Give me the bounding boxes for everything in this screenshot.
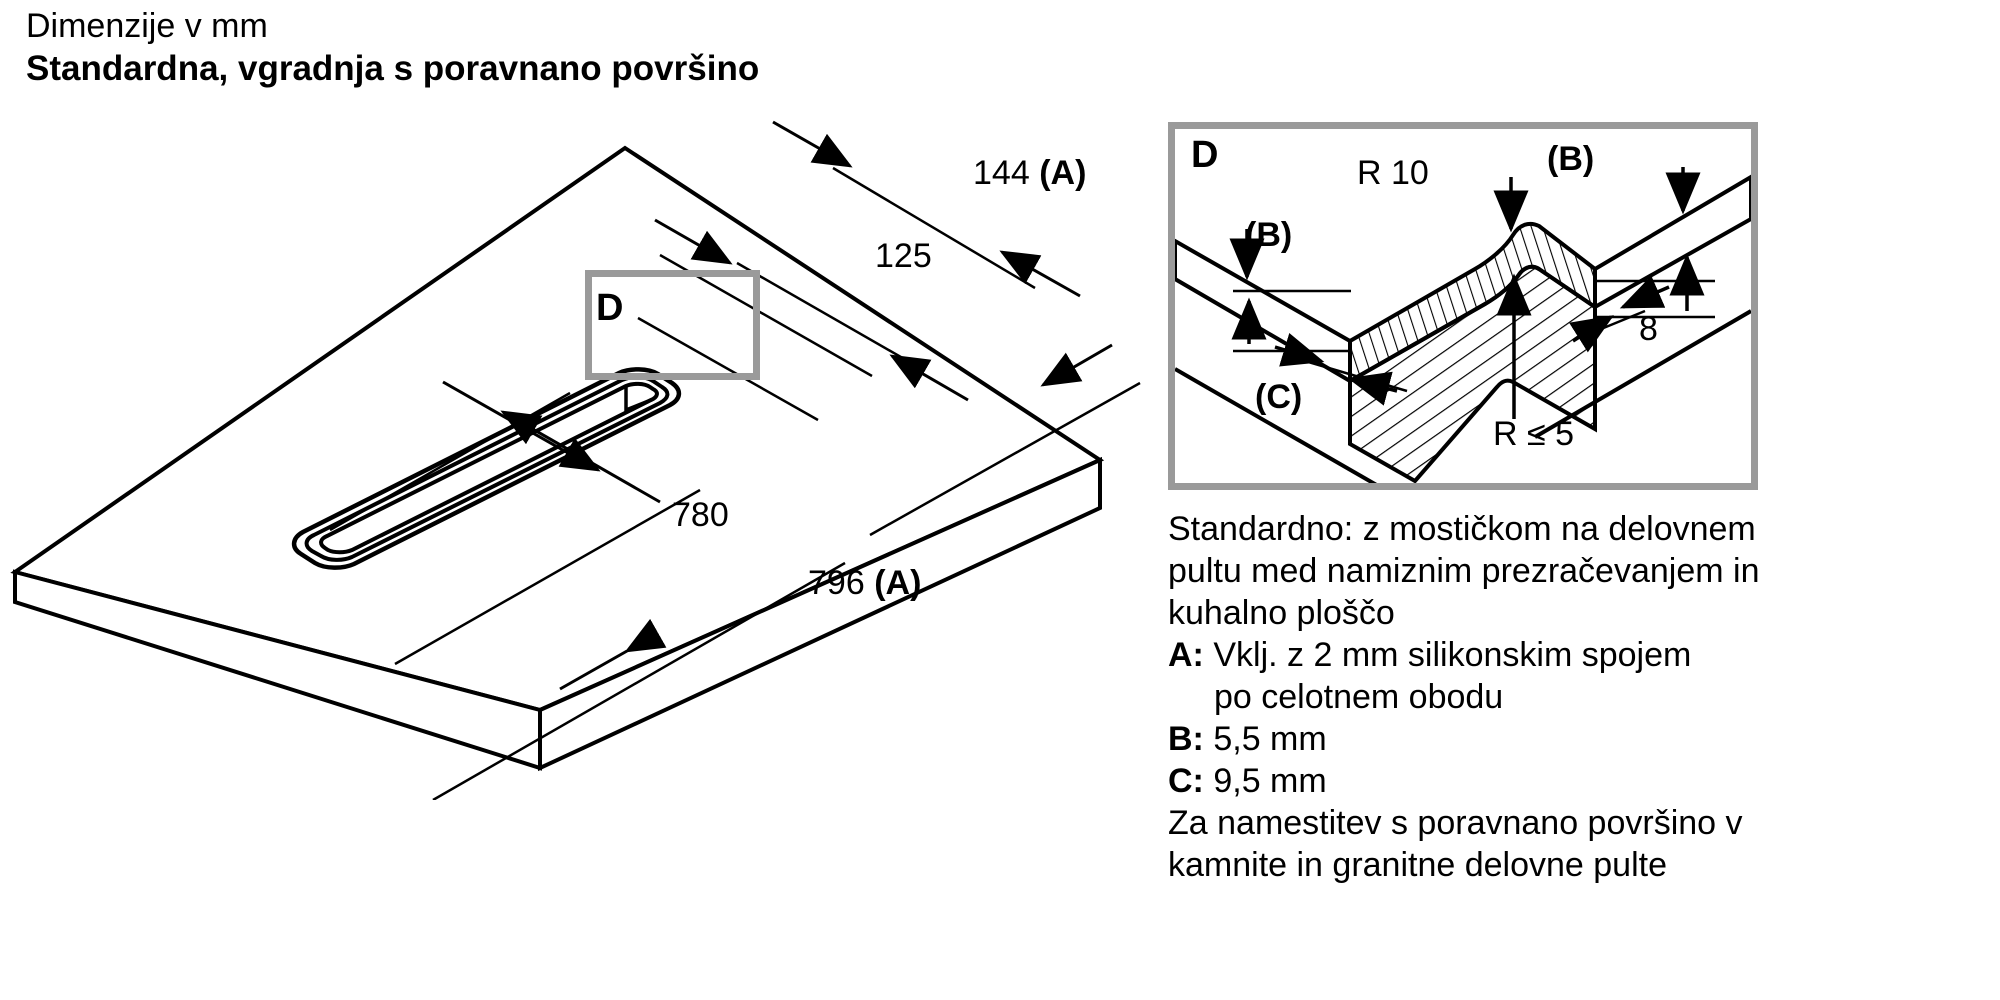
right-worktop-edge (1593, 174, 1751, 311)
description-block: Standardno: z mostičkom na delovnem pult… (1168, 508, 1998, 886)
cutout-inner-opening (319, 381, 659, 555)
page-title: Standardna, vgradnja s poravnano površin… (26, 49, 760, 88)
ext-line-c-leader (1304, 359, 1408, 393)
ext-line-125-a (637, 316, 819, 422)
detail-label-r10: R 10 (1357, 154, 1429, 192)
note-b-text: 5,5 mm (1213, 720, 1327, 758)
cutout-middle-rim (304, 375, 670, 562)
note-a: A: Vklj. z 2 mm silikonskim spojem (1168, 634, 1998, 676)
dimension-value-144: 144 (973, 154, 1040, 192)
footer-line-2: kamnite in granitne delovne pulte (1168, 846, 1667, 884)
arrow-c-right-leader (1347, 371, 1398, 406)
footer-line-1: Za namestitev s poravnano površino v (1168, 804, 1743, 842)
dim-arrow-125-left (654, 218, 733, 265)
description-line-3: kuhalno ploščo (1168, 594, 1395, 632)
dimension-label-780: 780 (672, 496, 729, 534)
detail-panel-drawing (1175, 167, 1751, 483)
left-worktop-front-edge (1175, 367, 1378, 483)
detail-label-8: 8 (1639, 310, 1658, 348)
note-b: B: 5,5 mm (1168, 718, 1998, 760)
dim-arrow-125-right (889, 354, 969, 402)
note-a-tag: A: (1168, 636, 1204, 674)
note-c-text: 9,5 mm (1213, 762, 1327, 800)
dim-arrow-796-top (1040, 343, 1113, 387)
page-subtitle-units: Dimenzije v mm (26, 7, 268, 45)
note-a-continuation: po celotnem obodu (1214, 678, 1504, 716)
detail-label-c-left: (C) (1255, 378, 1303, 416)
detail-label-b-left: (B) (1245, 216, 1293, 254)
detail-callout-label-d: D (596, 287, 624, 329)
dimension-label-796: 796 (A) (808, 565, 921, 601)
worktop-right-face (538, 456, 1102, 772)
detail-callout-frame-d (585, 270, 760, 380)
ext-line-8-leader (1600, 309, 1646, 331)
dimension-label-144: 144 (A) (973, 155, 1086, 191)
arrow-c-left-leader (1274, 333, 1325, 367)
detail-label-b-right: (B) (1547, 140, 1595, 178)
dimension-label-125: 125 (875, 237, 932, 275)
detail-panel-title: D (1191, 134, 1219, 176)
isometric-worktop-drawing (10, 120, 1141, 800)
dimension-suffix-144: (A) (1039, 154, 1087, 192)
dimension-suffix-796: (A) (874, 564, 922, 602)
note-c-tag: C: (1168, 762, 1204, 800)
description-line-1: Standardno: z mostičkom na delovnem (1168, 510, 1756, 548)
note-c: C: 9,5 mm (1168, 760, 1998, 802)
left-worktop-edge (1175, 238, 1352, 385)
dim-arrow-144-left (772, 120, 853, 168)
cutout-inner-corner-edge (624, 386, 652, 413)
dim-arrow-796-bottom (559, 618, 667, 691)
dim-arrow-144-right (999, 250, 1081, 298)
arrow-8-left (1619, 275, 1670, 309)
dim-arrow-780-bottom (442, 380, 601, 472)
ext-line-796-a (432, 561, 846, 800)
ext-line-796-b (869, 381, 1141, 537)
detail-label-r5: R ≤ 5 (1493, 415, 1575, 453)
detail-panel-d: D R 10 (B) (B) (C) 8 R ≤ 5 (1168, 122, 1758, 490)
dimension-value-796: 796 (808, 564, 875, 602)
description-line-2: pultu med namiznim prezračevanjem in (1168, 552, 1760, 590)
ext-line-780-a (394, 488, 701, 666)
arrow-8-inner (1569, 315, 1614, 353)
note-a-text: Vklj. z 2 mm silikonskim spojem (1213, 636, 1692, 674)
ext-line-125-b (736, 261, 921, 370)
note-b-tag: B: (1168, 720, 1204, 758)
